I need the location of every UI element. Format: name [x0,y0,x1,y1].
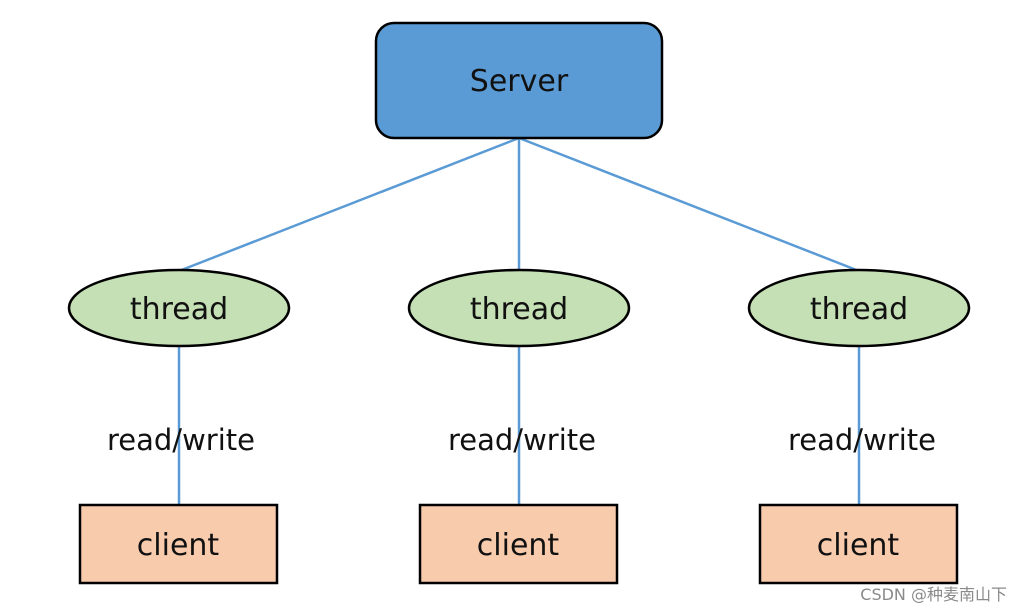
server-label: Server [470,64,569,99]
client-label: client [817,528,900,563]
thread-node-3: thread [747,268,971,348]
client-label: client [477,528,560,563]
server-node: Server [374,21,664,140]
thread-label: thread [470,292,568,327]
edge-label-read-write: read/write [448,423,596,457]
thread-node-1: thread [67,268,291,348]
thread-label: thread [130,292,228,327]
watermark: CSDN @种麦南山下 [860,585,1007,604]
client-label: client [137,528,220,563]
edge-label-read-write: read/write [107,423,255,457]
client-node-3: client [758,503,959,585]
thread-label: thread [810,292,908,327]
client-node-2: client [418,503,619,585]
thread-node-2: thread [407,268,631,348]
edge-server-thread-3 [518,136,860,273]
edge-server-thread-1 [178,136,520,273]
edge-label-read-write: read/write [788,423,936,457]
client-node-1: client [78,503,279,585]
